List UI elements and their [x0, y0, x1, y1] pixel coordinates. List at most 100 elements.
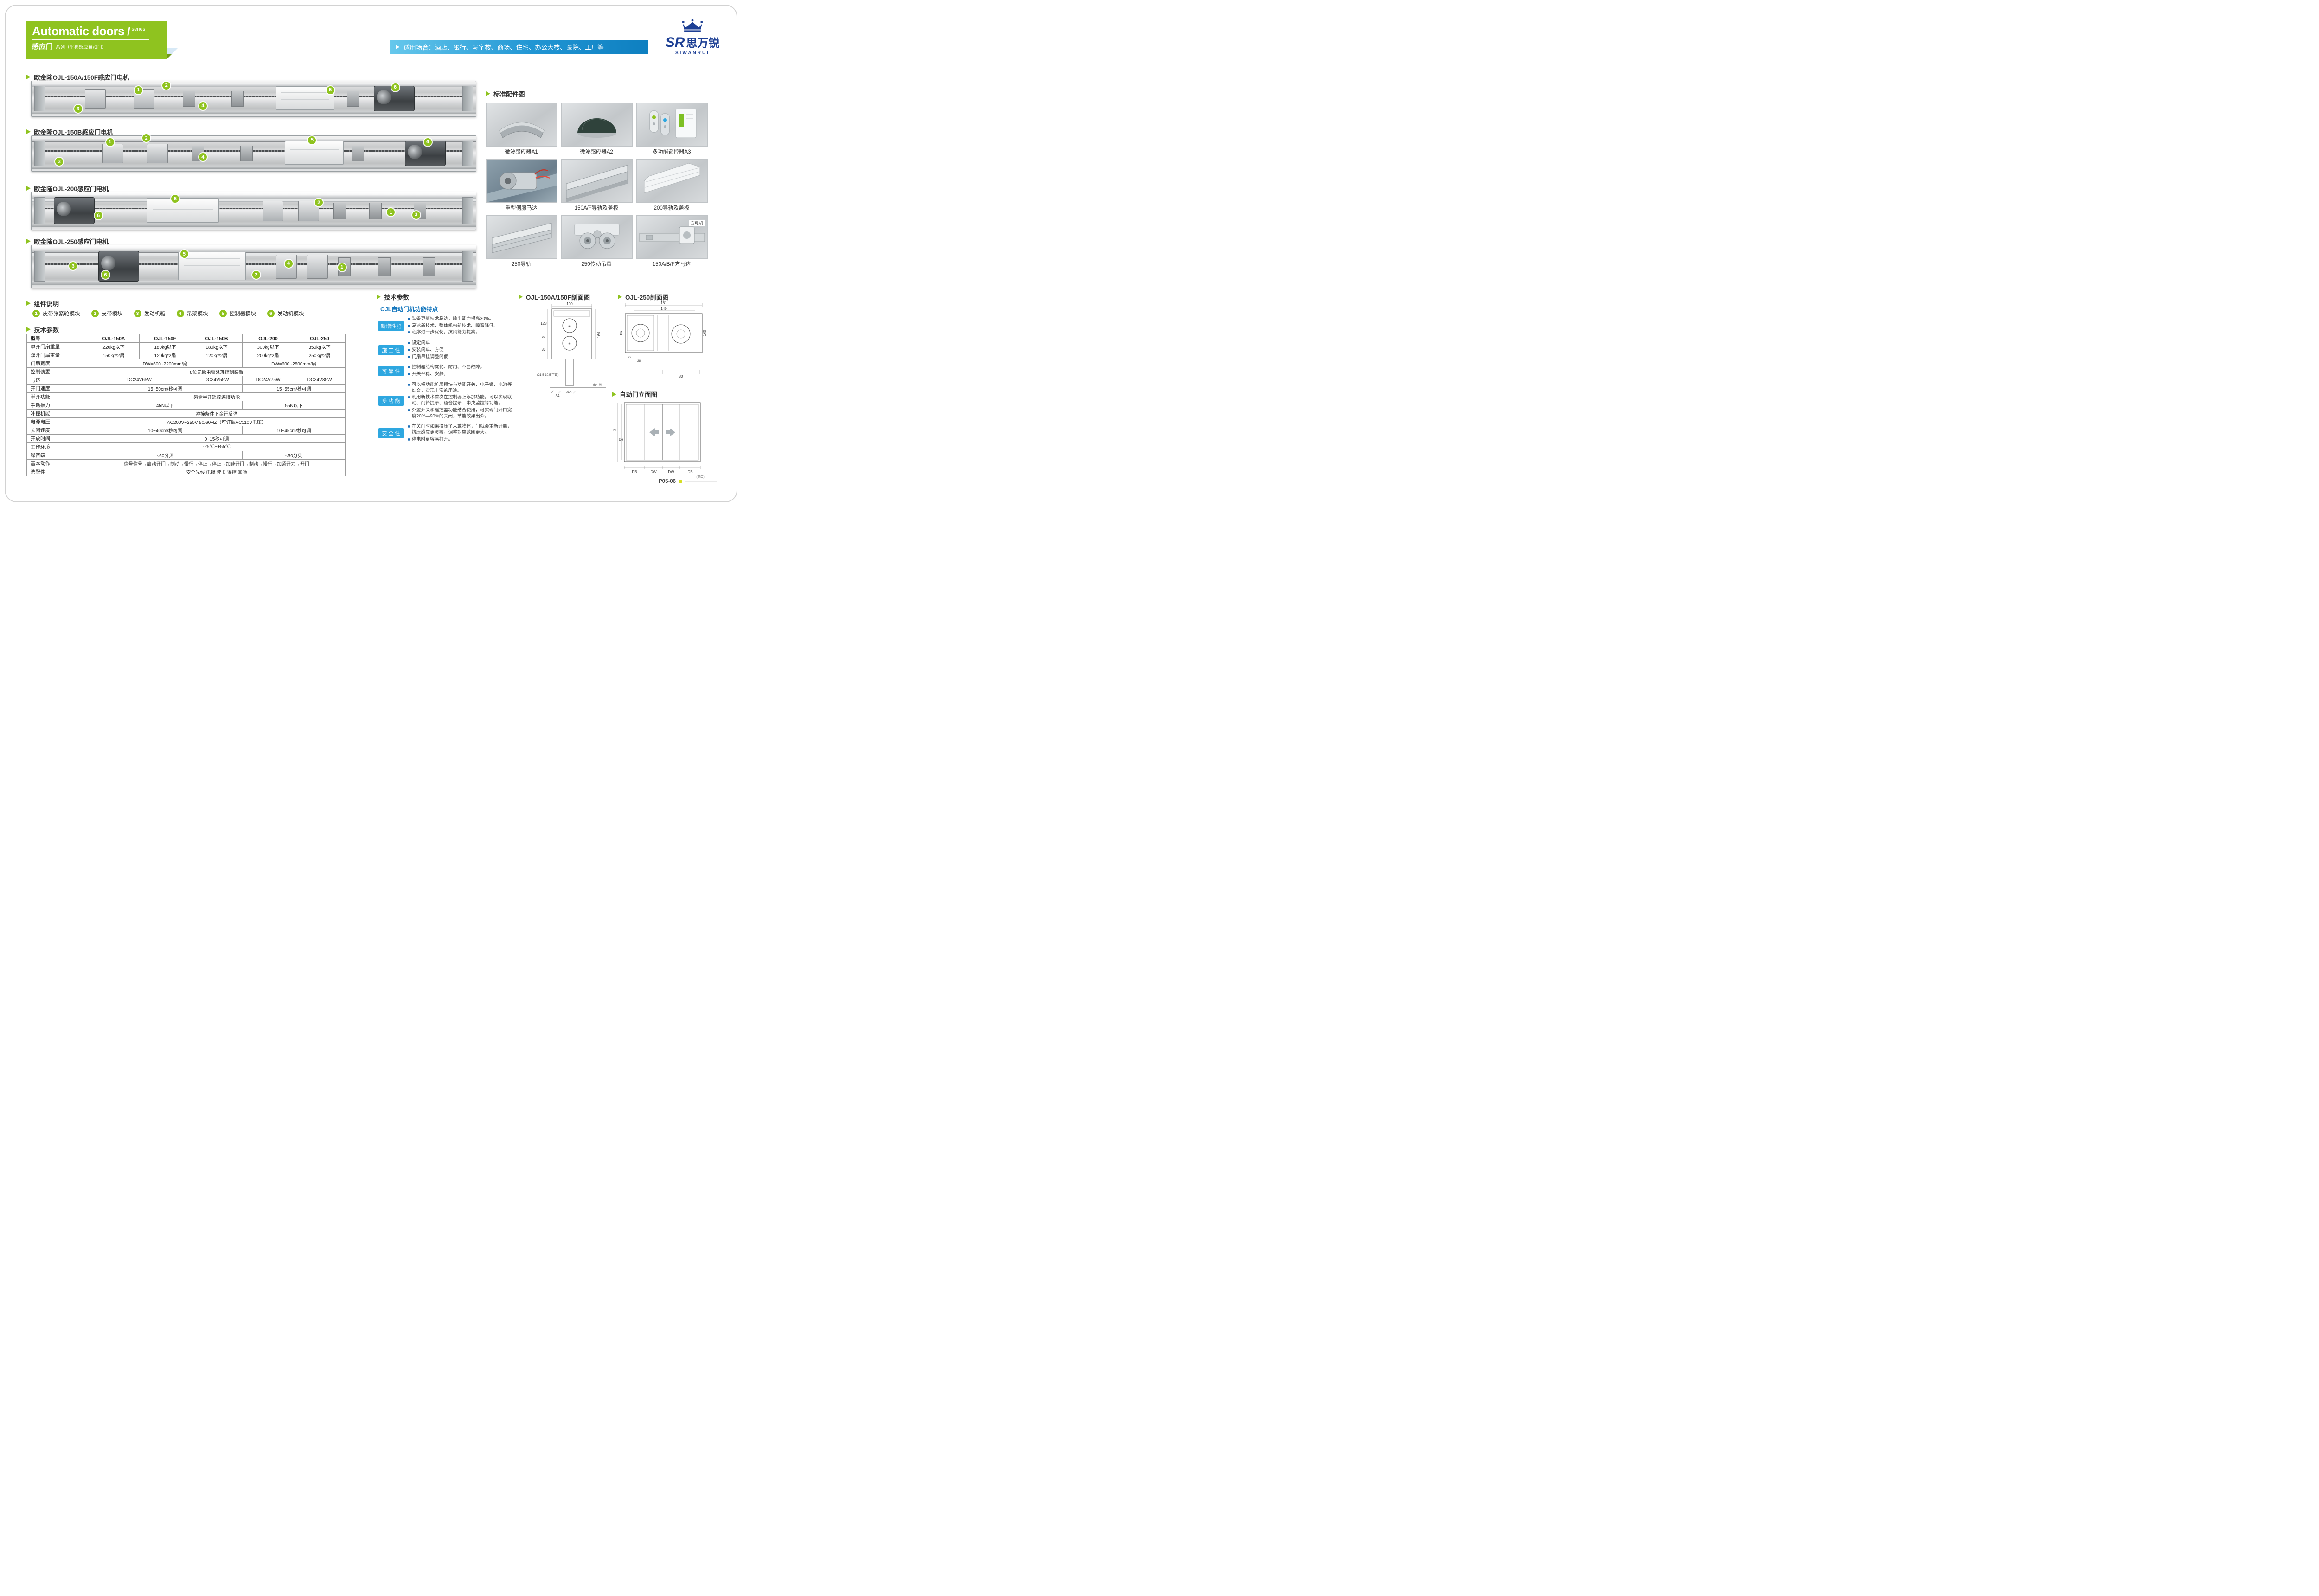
spec-cell: DW=600~2200mm/扇	[88, 359, 243, 368]
number-badge: 2	[91, 310, 99, 317]
svg-text:128: 128	[540, 321, 547, 326]
spec-row: 选配件安全光线 电锁 读卡 遥控 其他	[26, 468, 346, 476]
svg-text:57: 57	[542, 334, 546, 339]
hanger-bracket	[423, 257, 435, 276]
accessory-caption: 250导轨	[511, 262, 532, 267]
end-cap	[462, 85, 474, 111]
product-section-title-2: 欧金隆OJL-150B感应门电机	[26, 127, 113, 136]
spec-cell: 15~55cm/秒可调	[242, 384, 346, 393]
track-rail	[32, 165, 476, 169]
spec-row-label: 冲撞机能	[26, 409, 88, 418]
end-cap	[462, 197, 474, 224]
bullet-icon	[408, 355, 410, 358]
cover-200-photo	[636, 159, 708, 203]
series-title-row: Automatic doors/series	[32, 24, 146, 38]
spec-cell: DW=600~2800mm/扇	[242, 359, 346, 368]
svg-text:54: 54	[556, 394, 560, 398]
callout-badge-4: 4	[199, 102, 207, 110]
diagram-250-section: 181 140 86 22 28 160 80	[620, 301, 708, 379]
arrow-icon	[26, 327, 31, 332]
spec-row-label: 半开功能	[26, 392, 88, 401]
callout-badge-2: 2	[142, 134, 151, 142]
arrow-icon	[26, 239, 31, 244]
feature-item: 程序进一步优化，抗风能力提高。	[408, 330, 516, 336]
end-cap	[34, 140, 45, 166]
svg-text:140: 140	[660, 307, 667, 311]
callout-badge-2: 2	[162, 81, 171, 90]
spec-row: 基本动作信号信号→启动开门→制动→慢行→停止→停止→加速开门→制动→慢行→加紧开…	[26, 459, 346, 468]
accessory-card: 重型伺服马达	[486, 159, 557, 212]
bullet-icon	[408, 396, 410, 399]
page-fold-shadow	[167, 54, 172, 59]
spec-cell: 150kg*2扇	[88, 351, 140, 359]
feature-group: 施 工 性设定简单安装简单、方便门扇吊挂调整简便	[378, 340, 516, 360]
brand-name-row: SR 思万锐	[653, 36, 732, 50]
svg-text:DW: DW	[650, 470, 657, 474]
hanger-bracket	[369, 203, 382, 219]
svg-text:H: H	[613, 428, 616, 432]
spec-row-label: 双开门扇重量	[26, 351, 88, 359]
track-rail	[32, 83, 476, 88]
svg-text:33: 33	[542, 347, 546, 352]
usage-text: 适用场合：酒店、银行、写字楼、商场、住宅、办公大楼、医院、工厂等	[403, 44, 604, 51]
number-badge: 1	[32, 310, 40, 317]
accessory-card: 250传动吊具	[561, 215, 633, 268]
specs-title: 技术参数	[26, 325, 59, 334]
spec-cell: 120kg*2扇	[191, 351, 243, 359]
rail-250-photo	[486, 215, 557, 259]
features-title: 技术参数	[377, 292, 409, 301]
control-box	[178, 251, 246, 280]
spec-cell: 安全光线 电锁 读卡 遥控 其他	[88, 468, 346, 476]
component-block	[263, 200, 284, 222]
bullet-icon	[408, 348, 410, 351]
spec-column-header: 型号	[26, 334, 88, 343]
spec-cell: DC24V85W	[294, 376, 346, 385]
tension-pulley-module	[84, 89, 106, 109]
feature-item-list: 在关门时如果挤压了人或物体，门就会重新开启，挤压感应更灵敏，调整对应范围更大。停…	[408, 424, 516, 442]
callout-badge-3: 3	[55, 158, 64, 166]
hanger-bracket	[231, 91, 244, 107]
spec-cell: DC24V55W	[191, 376, 243, 385]
feature-group: 可 靠 性控制器结构优化、耐用、不易故障。开关平稳、安静。	[378, 365, 516, 377]
accessories-title: 标准配件图	[486, 89, 525, 98]
control-box	[285, 141, 344, 165]
svg-text:28: 28	[637, 359, 641, 363]
callout-badge-4: 4	[199, 153, 207, 161]
product-section-title-1: 欧金隆OJL-150A/150F感应门电机	[26, 72, 129, 82]
spec-cell: 10~40cm/秒可调	[88, 426, 243, 435]
spec-cell: AC200V~250V 50/60HZ（可订做AC110V电压）	[88, 417, 346, 426]
number-badge: 5	[219, 310, 227, 317]
feature-item: 外置开关和遥控器功能结合使用，可实现门开口宽度20%—90%的关闭，节能效果出众…	[408, 408, 516, 419]
spec-column-header: OJL-150F	[139, 334, 191, 343]
arrow-icon	[377, 295, 381, 299]
product-section-title-3: 欧金隆OJL-200感应门电机	[26, 184, 109, 193]
svg-text:✳: ✳	[568, 342, 571, 346]
svg-text:DW: DW	[668, 470, 674, 474]
svg-text:DB: DB	[687, 470, 692, 474]
svg-text:✳: ✳	[568, 324, 571, 328]
callout-badge-3: 3	[74, 105, 82, 113]
svg-text:45: 45	[568, 390, 572, 394]
accessory-caption: 重型伺服马达	[505, 205, 538, 211]
pulley-icon	[57, 202, 71, 217]
svg-text:160: 160	[703, 330, 707, 336]
motor-unit	[404, 140, 446, 166]
brand-en: SIWANRUI	[675, 51, 710, 56]
bullet-icon	[408, 383, 410, 386]
svg-text:181: 181	[660, 301, 667, 305]
spec-cell: -25℃~+55℃	[88, 442, 346, 451]
feature-group: 新增性能装备更新技术马达，输出能力提高30%。马达新技术、整体机构新技术、噪音降…	[378, 316, 516, 336]
feature-tag: 多 功 能	[378, 396, 404, 406]
feature-tag: 可 靠 性	[378, 366, 404, 377]
hanger-bracket	[240, 146, 253, 162]
spec-cell: ≤50分贝	[242, 451, 346, 460]
